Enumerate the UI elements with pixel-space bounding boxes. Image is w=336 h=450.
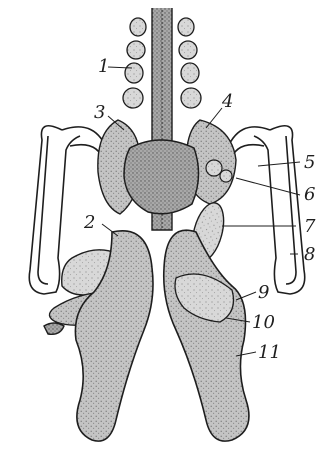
callout-11: 11 bbox=[258, 342, 281, 363]
callout-2: 2 bbox=[83, 212, 95, 233]
callout-10: 10 bbox=[252, 312, 275, 333]
callout-4: 4 bbox=[221, 91, 233, 112]
callout-6: 6 bbox=[304, 184, 315, 205]
central-mass bbox=[124, 140, 199, 214]
callout-9: 9 bbox=[258, 282, 269, 303]
callout-7: 7 bbox=[304, 216, 316, 237]
callout-5: 5 bbox=[304, 152, 315, 173]
callout-8: 8 bbox=[304, 244, 315, 265]
lower-lobe-right bbox=[164, 230, 249, 441]
callout-3: 3 bbox=[94, 102, 105, 123]
callout-1: 1 bbox=[98, 56, 109, 77]
right-tubule bbox=[226, 126, 305, 294]
